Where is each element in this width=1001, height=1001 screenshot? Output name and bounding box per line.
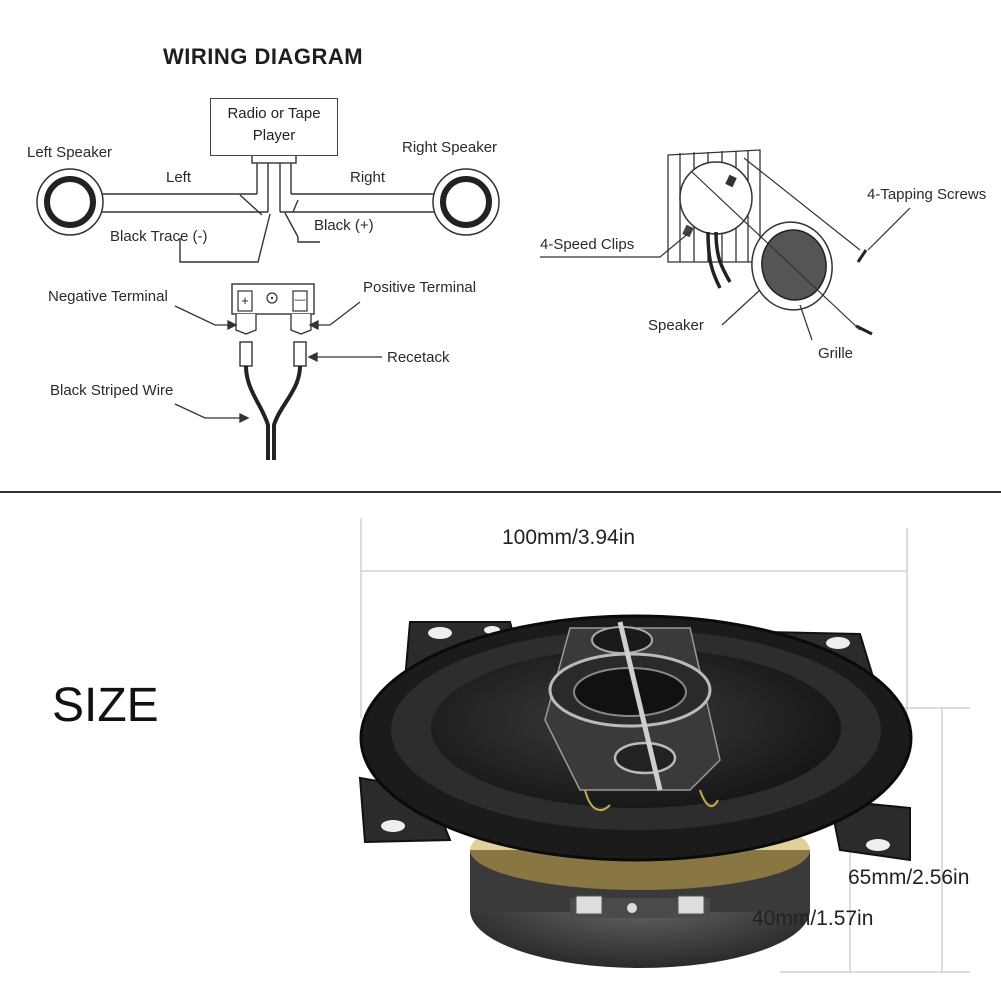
negative-terminal-label: Negative Terminal [48, 288, 168, 305]
recetack-label: Recetack [387, 349, 450, 366]
height-dimension-label: 65mm/2.56in [848, 866, 970, 889]
speaker-terminal-icons [570, 895, 710, 918]
terminal-arrows [174, 301, 382, 424]
speaker-wires [102, 154, 434, 263]
tweeter-bridge-icon [544, 621, 721, 811]
right-speaker-icon [432, 168, 500, 236]
right-wire-label: Right [350, 169, 386, 186]
speed-clips-label: 4-Speed Clips [540, 236, 635, 253]
radio-tape-player-box: Radio or Tape Player [210, 98, 338, 156]
tapping-screw-icons [855, 249, 873, 336]
black-striped-wire-label: Black Striped Wire [50, 382, 174, 399]
wiring-diagram-title: WIRING DIAGRAM [163, 44, 364, 69]
positive-terminal-label: Positive Terminal [363, 279, 477, 296]
terminal-minus-sign: — [295, 294, 306, 306]
grille-label: Grille [818, 345, 854, 362]
terminal-block-icon [231, 283, 315, 460]
black-positive-label: Black (+) [314, 217, 374, 234]
depth-dimension-label: 40mm/1.57in [752, 907, 874, 930]
size-heading: SIZE [52, 679, 159, 732]
right-speaker-label: Right Speaker [402, 139, 498, 156]
flange-hole-icons [381, 626, 890, 851]
width-dimension-label: 100mm/3.94in [502, 526, 636, 549]
left-wire-label: Left [166, 169, 192, 186]
left-speaker-label: Left Speaker [27, 144, 113, 161]
black-trace-label: Black Trace (-) [110, 228, 208, 245]
installation-leader-lines [540, 157, 911, 341]
radio-tape-player-label: Radio or Tape Player [227, 105, 321, 144]
speaker-label: Speaker [648, 317, 704, 334]
left-speaker-icon [36, 168, 104, 236]
terminal-plus-sign: + [241, 293, 249, 308]
speaker-icon [679, 161, 753, 289]
section-divider [0, 491, 1001, 493]
tapping-screws-label: 4-Tapping Screws [867, 186, 987, 203]
